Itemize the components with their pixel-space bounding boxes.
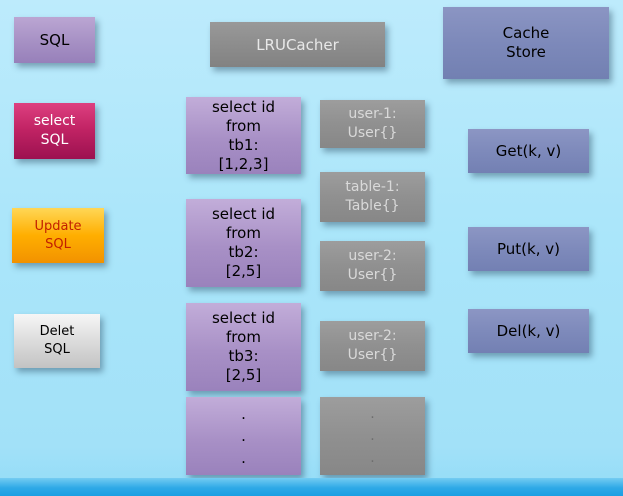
cache-entry-ellipsis: ... xyxy=(320,397,425,475)
cache-entry-user-2: user-2:User{} xyxy=(320,241,425,291)
put-operation-box: Put(k, v) xyxy=(468,227,589,271)
cache-entry-user-1: user-1:User{} xyxy=(320,100,425,148)
del-operation-box: Del(k, v) xyxy=(468,309,589,353)
query-box-ellipsis: ... xyxy=(186,397,301,475)
get-operation-box: Get(k, v) xyxy=(468,129,589,173)
sql-box: SQL xyxy=(14,17,95,63)
bottom-band xyxy=(0,478,623,496)
lru-cacher-header: LRUCacher xyxy=(210,22,385,67)
cache-entry-user-2-dup: user-2:User{} xyxy=(320,321,425,371)
cache-entry-table-1: table-1:Table{} xyxy=(320,172,425,222)
